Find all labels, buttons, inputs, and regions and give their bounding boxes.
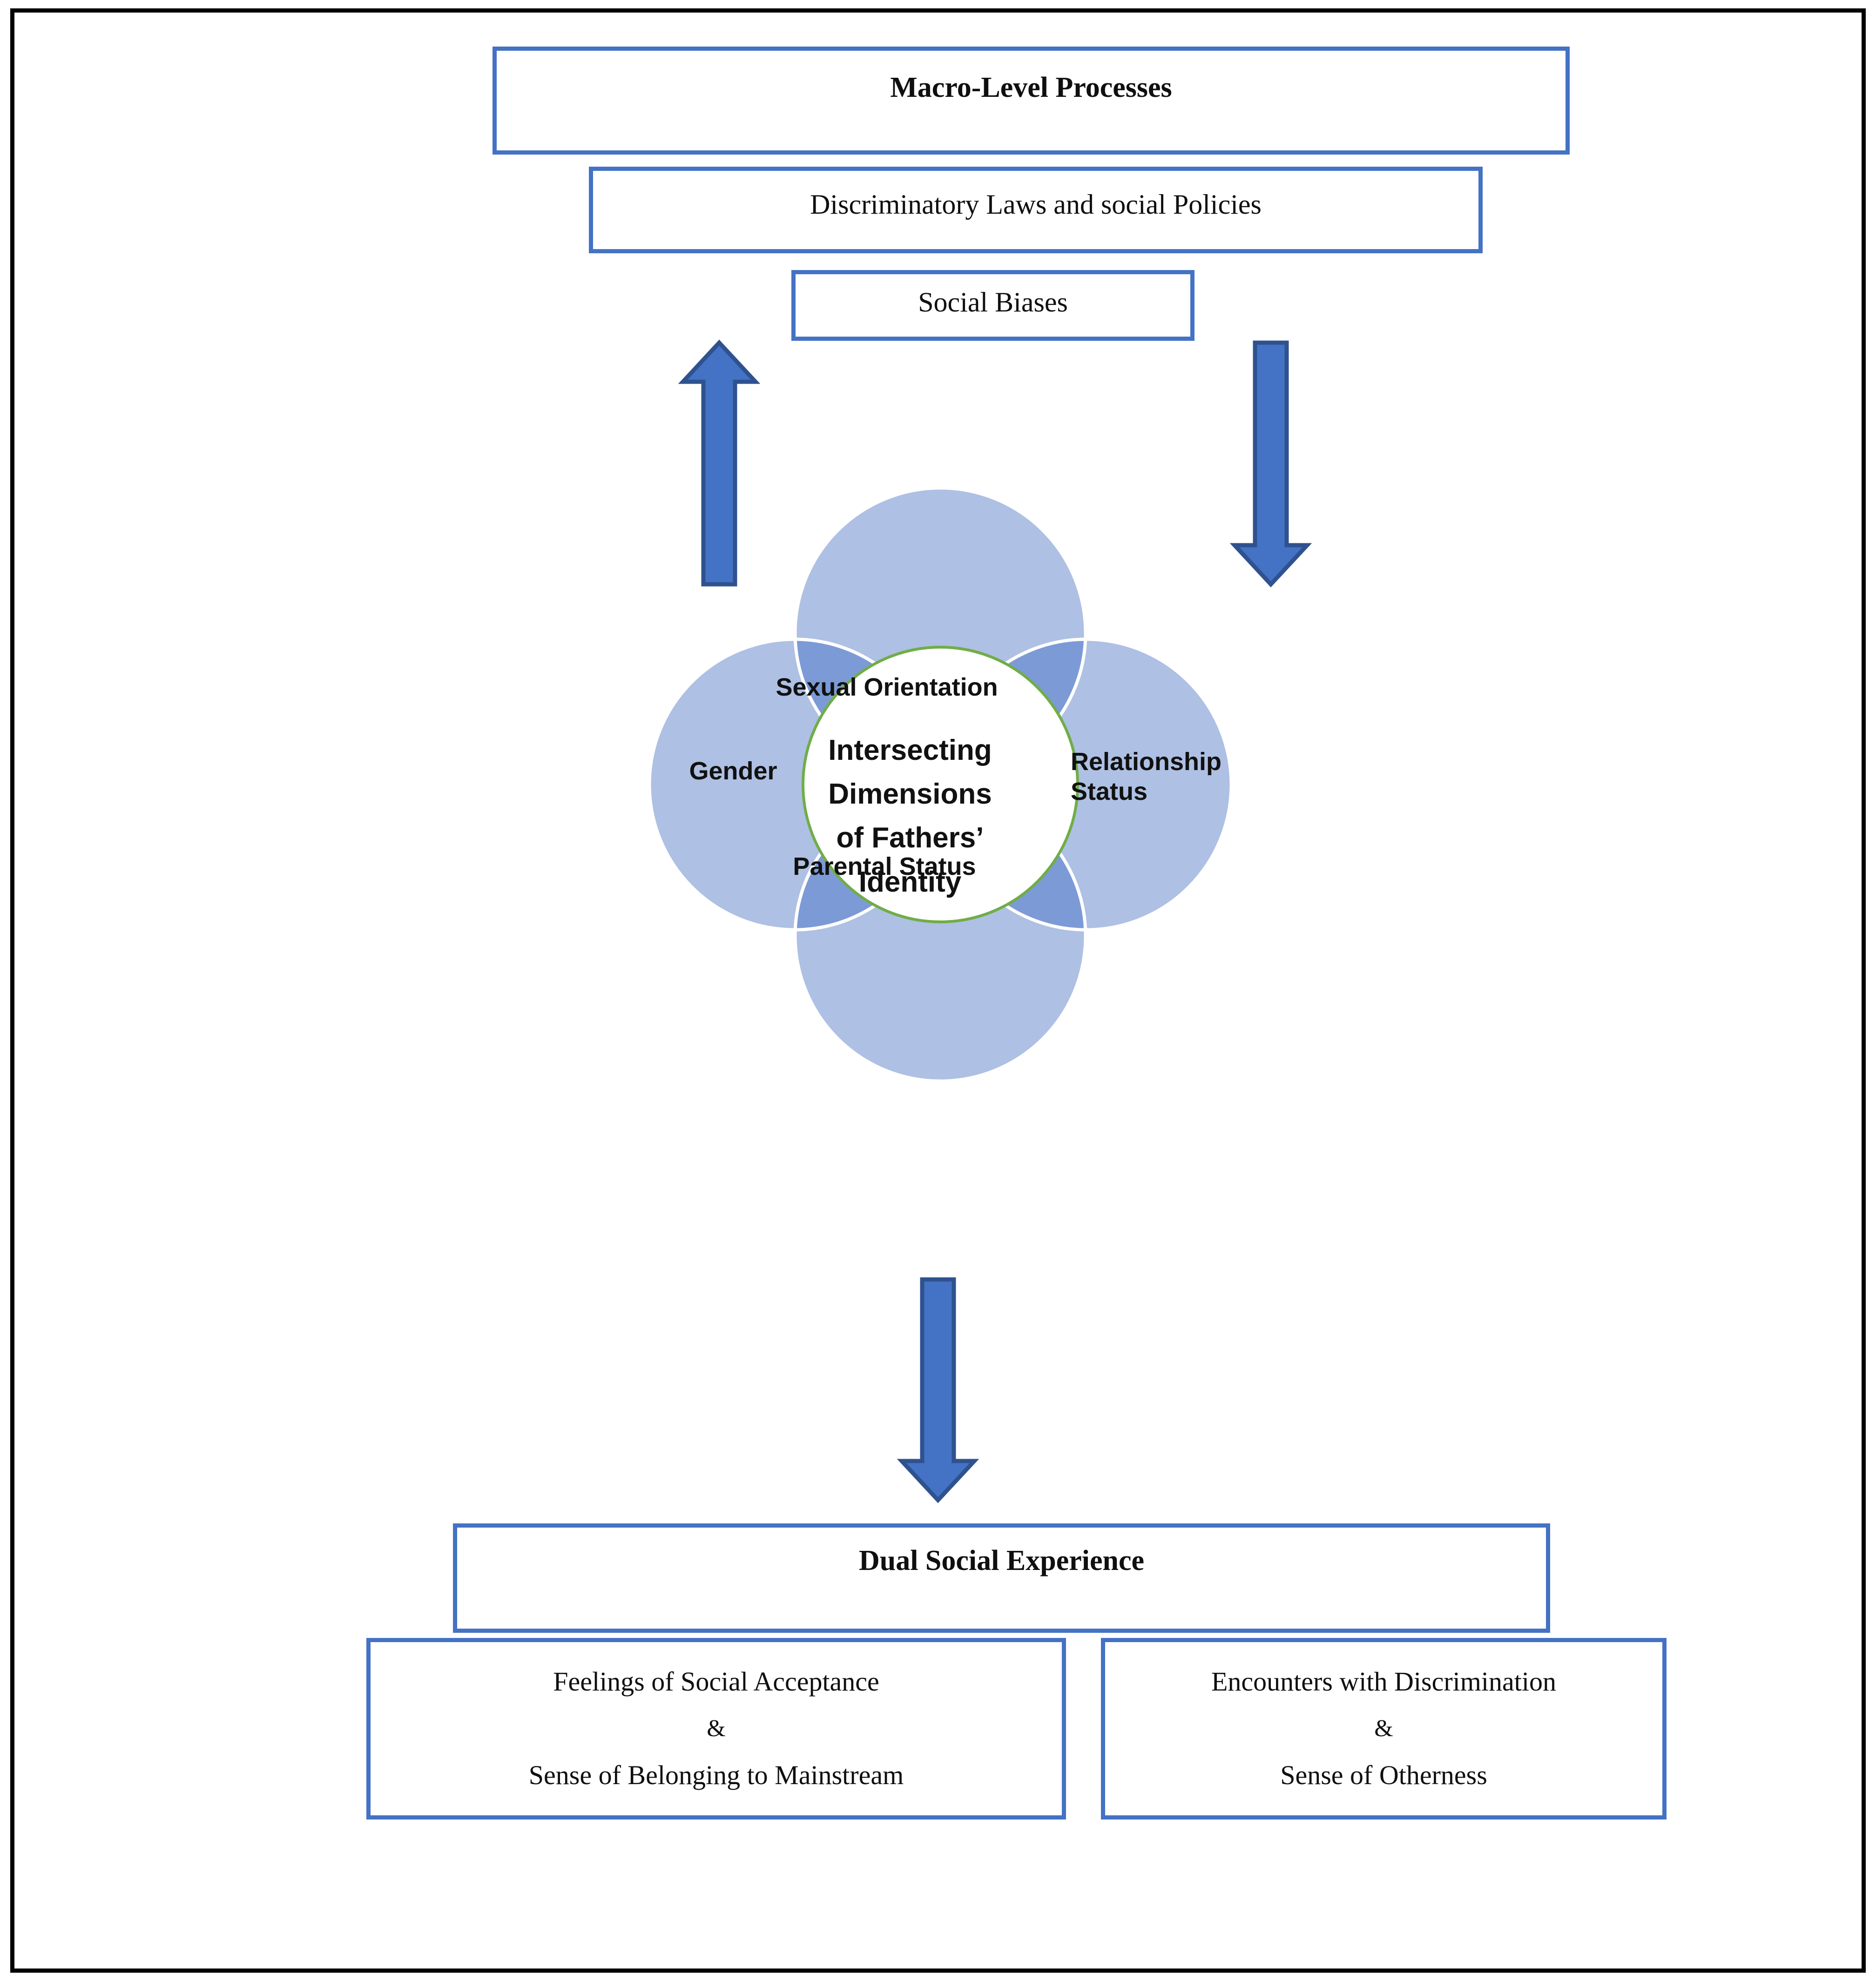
discrimination-box: Encounters with Discrimination & Sense o… [1101, 1638, 1667, 1820]
social-biases-box: Social Biases [791, 270, 1194, 341]
social-biases-label: Social Biases [918, 287, 1068, 318]
venn-circles [648, 486, 1233, 1083]
discriminatory-laws-label: Discriminatory Laws and social Policies [810, 189, 1262, 220]
arrow-down-icon [897, 1277, 979, 1503]
macro-level-processes-box: Macro-Level Processes [493, 47, 1570, 155]
macro-level-processes-label: Macro-Level Processes [890, 72, 1172, 103]
venn-center-circle [802, 646, 1079, 923]
venn-center-label: Intersecting Dimensions of Fathers’ Iden… [828, 734, 992, 898]
venn-label-gender: Gender [689, 757, 777, 785]
discrimination-connector: & [1374, 1715, 1393, 1742]
venn-diagram: Sexual Orientation Gender Relationship S… [549, 475, 1331, 1224]
social-acceptance-line-2: Sense of Belonging to Mainstream [528, 1759, 904, 1790]
discrimination-line-2: Sense of Otherness [1280, 1759, 1487, 1790]
dual-social-experience-label: Dual Social Experience [858, 1545, 1145, 1576]
dual-social-experience-box: Dual Social Experience [453, 1523, 1550, 1633]
venn-label-parental-status: Parental Status [793, 852, 976, 880]
social-acceptance-box: Feelings of Social Acceptance & Sense of… [366, 1638, 1066, 1820]
discriminatory-laws-box: Discriminatory Laws and social Policies [589, 167, 1483, 253]
figure-outer-border [10, 8, 1866, 1973]
arrow-up-icon [678, 339, 761, 587]
arrow-down-icon [1229, 340, 1312, 588]
discrimination-line-1: Encounters with Discrimination [1211, 1666, 1556, 1697]
social-acceptance-line-1: Feelings of Social Acceptance [553, 1666, 879, 1697]
venn-label-sexual-orientation: Sexual Orientation [776, 673, 998, 701]
venn-label-relationship-status: Relationship Status [1071, 748, 1222, 805]
social-acceptance-connector: & [707, 1715, 726, 1742]
